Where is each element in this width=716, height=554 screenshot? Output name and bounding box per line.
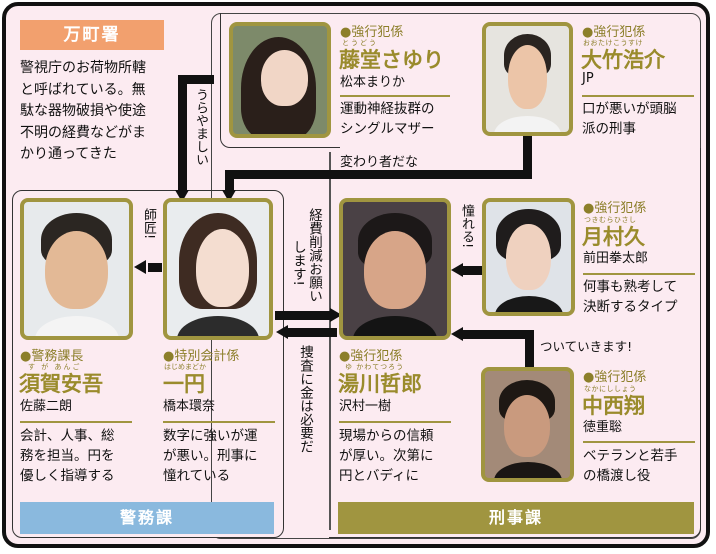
tsukimura-ruby: つきむらひさし	[584, 216, 637, 224]
tsukimura-description: 何事も熟考して 決断するタイプ	[583, 279, 678, 315]
connector-line	[463, 330, 534, 339]
ichien-name: 一円	[163, 372, 205, 396]
yukawa-role: ●強行犯係	[339, 349, 403, 364]
yukawa-ruby: ゆ かわてつろう	[345, 363, 405, 371]
connector-line	[523, 136, 532, 179]
divider	[583, 273, 695, 275]
suga-role: ●警務課長	[20, 349, 84, 364]
relation-tsuite: ついていきます!	[540, 339, 633, 354]
relation-akogareru: 憧れる!	[459, 204, 474, 249]
yukawa-name: 湯川哲郎	[338, 372, 422, 396]
otake-role: ●強行犯係	[582, 25, 646, 40]
ichien-photo	[163, 198, 273, 340]
relation-kawarimono: 変わり者だな	[340, 155, 419, 170]
otake-photo	[482, 22, 573, 136]
arrow-to-yukawa-2	[451, 263, 463, 277]
tsukimura-role: ●強行犯係	[583, 201, 647, 216]
suga-description: 会計、人事、総 務を担当。円を 優しく指導する	[20, 428, 115, 484]
nakanishi-photo	[481, 367, 574, 482]
otake-ruby: おおたけこうすけ	[583, 39, 643, 47]
ichien-role: ●特別会計係	[163, 349, 240, 364]
todo-ruby: とうどう	[342, 39, 378, 47]
connector-line	[275, 311, 332, 320]
divider	[20, 421, 132, 423]
connector-line	[225, 170, 532, 179]
todo-role: ●強行犯係	[340, 25, 404, 40]
connector-line	[148, 263, 162, 272]
otake-name: 大竹浩介	[581, 48, 665, 72]
tsukimura-name: 月村久	[582, 225, 645, 249]
suga-ruby: す が あんご	[28, 363, 82, 371]
divider	[340, 95, 450, 97]
suga-photo	[20, 198, 133, 340]
yukawa-actor: 沢村一樹	[339, 399, 392, 414]
station-description: 警視庁のお荷物所轄 と呼ばれている。無 駄な器物破損や使途 不明の経費などがま …	[20, 60, 146, 162]
connector-line	[525, 330, 534, 370]
connector-line	[463, 266, 485, 275]
relation-sousa: 捜査に金は必要だ	[297, 345, 313, 453]
relation-keihi-1: 経費削減お願い	[306, 208, 322, 303]
connector-line	[287, 328, 337, 337]
divider	[163, 421, 275, 423]
nakanishi-name: 中西翔	[582, 394, 645, 418]
divider	[582, 95, 694, 97]
arrow-to-ichien-3	[276, 325, 288, 339]
arrow-to-suga	[134, 260, 146, 274]
suga-name: 須賀安吾	[19, 372, 103, 396]
relation-urayamashii: うらやましい	[193, 88, 208, 166]
divider	[583, 441, 695, 443]
tsukimura-actor: 前田拳太郎	[583, 251, 649, 266]
connector-line	[178, 75, 214, 84]
relation-shisho: 師匠!	[141, 208, 156, 240]
station-header: 万町署	[20, 20, 164, 50]
todo-subframe	[220, 13, 340, 148]
ichien-description: 数字に強いが運 が悪い。刑事に 憧れている	[163, 428, 258, 484]
divider	[339, 421, 451, 423]
todo-name: 藤堂さゆり	[339, 48, 444, 72]
nakanishi-actor: 徳重聡	[583, 420, 623, 435]
general-affairs-label: 警務課	[20, 502, 274, 534]
nakanishi-ruby: なかにししょう	[584, 385, 637, 393]
yukawa-photo	[339, 198, 451, 340]
criminal-dept-label: 刑事課	[338, 502, 694, 534]
yukawa-description: 現場からの信頼 が厚い。次第に 円とバディに	[339, 428, 434, 484]
otake-actor: JP	[582, 71, 594, 86]
connector-line	[225, 170, 234, 192]
todo-description: 運動神経抜群の シングルマザー	[340, 101, 435, 137]
otake-description: 口が悪いが頭脳 派の刑事	[582, 101, 677, 137]
nakanishi-role: ●強行犯係	[583, 370, 647, 385]
general-affairs-frame	[12, 190, 284, 538]
tsukimura-photo	[482, 198, 575, 316]
todo-actor: 松本まりか	[340, 75, 406, 90]
nakanishi-description: ベテランと若手 の橋渡し役	[583, 448, 678, 484]
ichien-ruby: はじめまどか	[164, 363, 206, 371]
criminal-inner-frame	[329, 148, 701, 538]
frame-divider	[329, 152, 331, 530]
arrow-to-yukawa-3	[451, 327, 463, 341]
ichien-actor: 橋本環奈	[163, 399, 216, 414]
suga-actor: 佐藤二朗	[20, 399, 73, 414]
todo-photo	[229, 22, 331, 138]
relation-keihi-2: します!	[290, 240, 306, 286]
connector-line	[178, 75, 187, 192]
